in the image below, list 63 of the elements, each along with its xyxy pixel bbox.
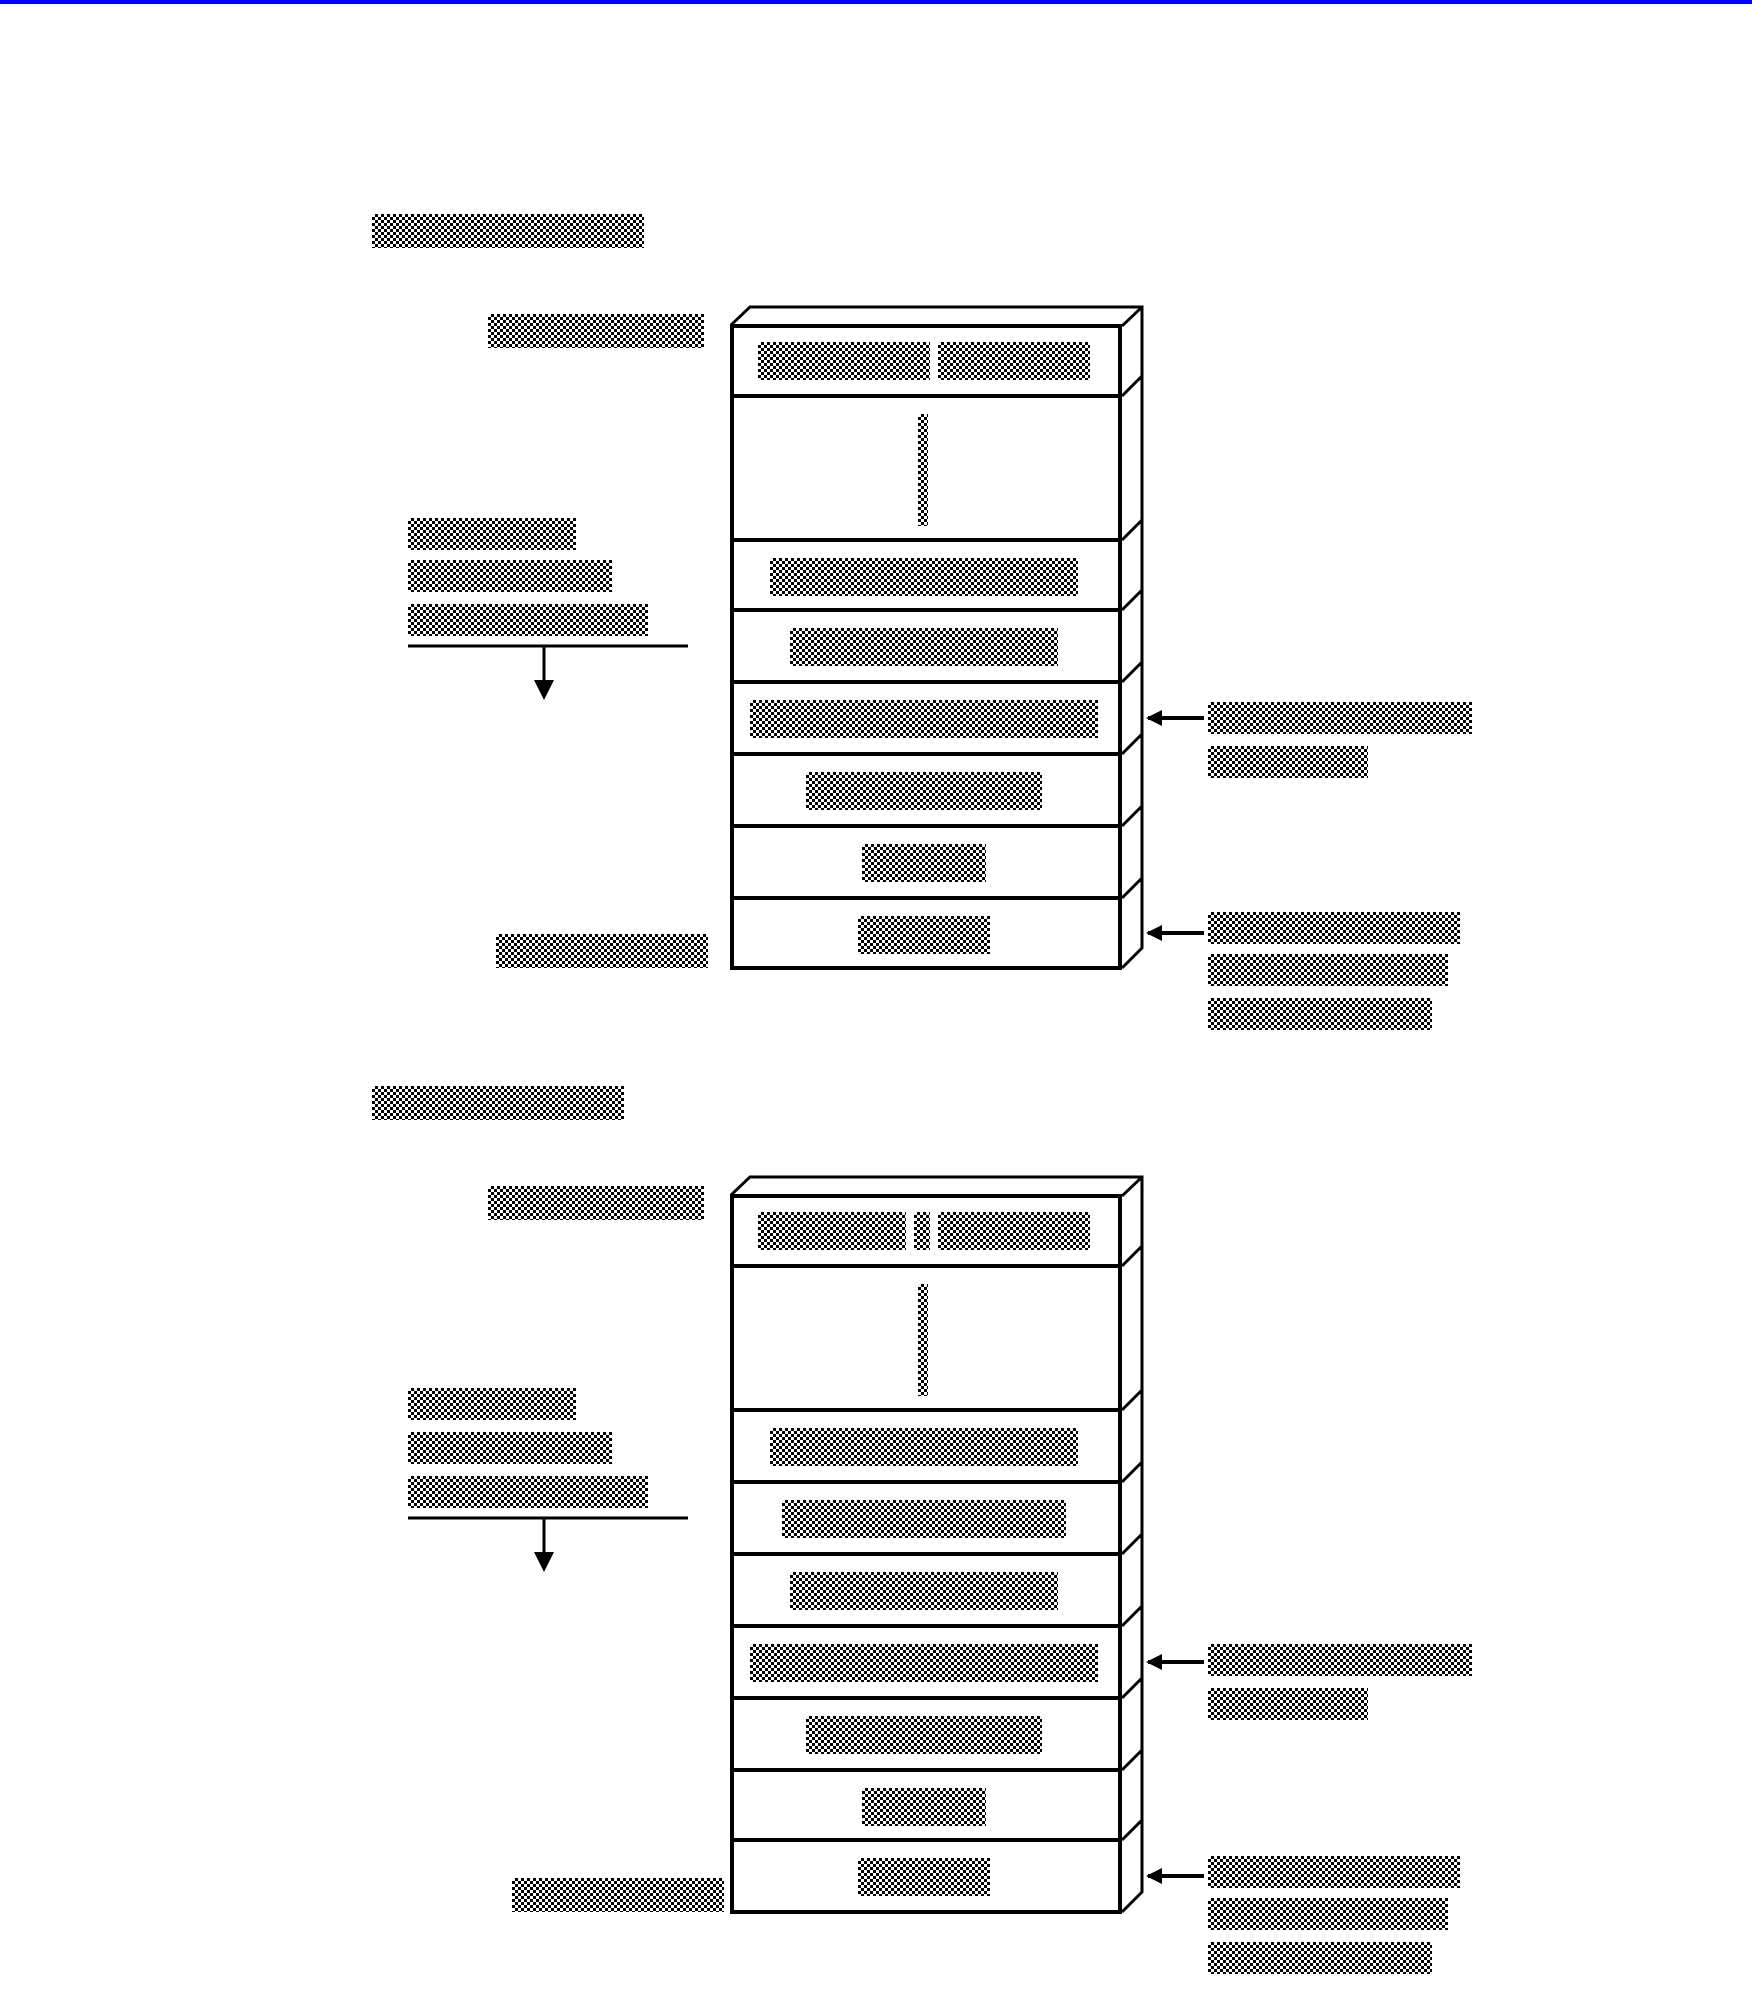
redaction-block [488, 314, 704, 348]
redaction-block [790, 628, 1058, 666]
redaction-block [408, 1432, 612, 1464]
redaction-block [1208, 912, 1460, 944]
redaction-block [790, 1572, 1058, 1610]
redaction-block [770, 558, 1078, 596]
redaction-block [1208, 1898, 1448, 1930]
redaction-block [1208, 1688, 1368, 1720]
layer-box [730, 752, 1122, 828]
layer-box [730, 1768, 1122, 1842]
redaction-block [858, 1858, 990, 1896]
redaction-block [758, 342, 930, 380]
redaction-block [918, 1284, 928, 1396]
layer-box [730, 1480, 1122, 1556]
layer-box [730, 680, 1122, 756]
redaction-block [782, 1500, 1066, 1538]
layer-box [730, 1696, 1122, 1772]
redaction-block [918, 414, 928, 526]
layer-box [730, 1624, 1122, 1700]
redaction-block [1208, 954, 1448, 986]
layer-box [730, 896, 1122, 970]
layer-box [730, 1194, 1122, 1268]
layer-box [730, 394, 1122, 542]
redaction-block [1208, 746, 1368, 778]
redaction-block [770, 1428, 1078, 1466]
redaction-block [512, 1878, 724, 1912]
redaction-block [914, 1212, 930, 1250]
redaction-block [408, 1476, 648, 1508]
redaction-block [488, 1186, 704, 1220]
redaction-block [858, 916, 990, 954]
layer-box [730, 1838, 1122, 1914]
arrow [1146, 1654, 1204, 1670]
layer-box [730, 1408, 1122, 1484]
redaction-block [1208, 998, 1432, 1030]
layer-box [730, 1264, 1122, 1412]
layer-box [730, 538, 1122, 612]
redaction-block [1208, 702, 1472, 734]
arrow [1146, 710, 1204, 726]
redaction-block [408, 560, 612, 592]
arrow [1146, 925, 1204, 941]
redaction-block [806, 1716, 1042, 1754]
redaction-block [1208, 1856, 1460, 1888]
redaction-block [862, 1788, 986, 1826]
redaction-block [758, 1212, 906, 1250]
layer-box [730, 824, 1122, 900]
redaction-block [1208, 1644, 1472, 1676]
redaction-block [750, 700, 1098, 738]
redaction-block [408, 604, 648, 636]
redaction-block [750, 1644, 1098, 1682]
layer-box [730, 608, 1122, 684]
redaction-block [408, 518, 576, 550]
redaction-block [806, 772, 1042, 810]
layer-box [730, 324, 1122, 398]
arrow [1146, 1868, 1204, 1884]
redaction-block [408, 1388, 576, 1420]
redaction-block [1208, 1942, 1432, 1974]
redaction-block [496, 934, 708, 968]
redaction-block [372, 1086, 624, 1120]
redaction-block [938, 1212, 1090, 1250]
redaction-block [938, 342, 1090, 380]
redaction-block [862, 844, 986, 882]
redaction-block [372, 214, 644, 248]
layer-box [730, 1552, 1122, 1628]
